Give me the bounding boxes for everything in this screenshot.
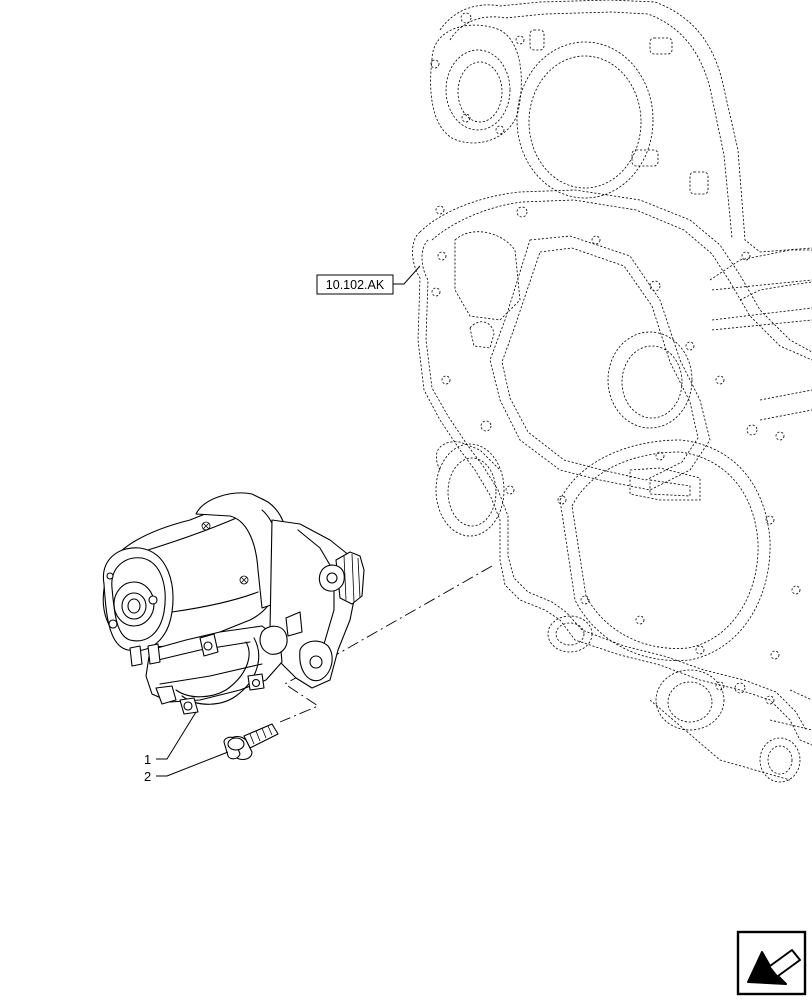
page-turn-arrow-icon[interactable]: [736, 930, 807, 996]
callout-label-2: 2: [144, 769, 151, 784]
engine-front-cover: [412, 0, 812, 783]
callout-ref-section[interactable]: 10.102.AK: [316, 265, 421, 295]
callout-label-1: 1: [144, 752, 151, 767]
mounting-centerline: [279, 565, 493, 723]
callout-item-1[interactable]: 1: [144, 711, 197, 767]
leader-line-2: [156, 751, 229, 777]
ref-section-label: 10.102.AK: [326, 278, 385, 292]
mounting-bolt: [223, 723, 279, 761]
ref-section-leader: [393, 265, 421, 285]
callout-item-2[interactable]: 2: [144, 751, 229, 784]
leader-line-1: [156, 711, 197, 760]
starter-motor: [102, 492, 365, 715]
